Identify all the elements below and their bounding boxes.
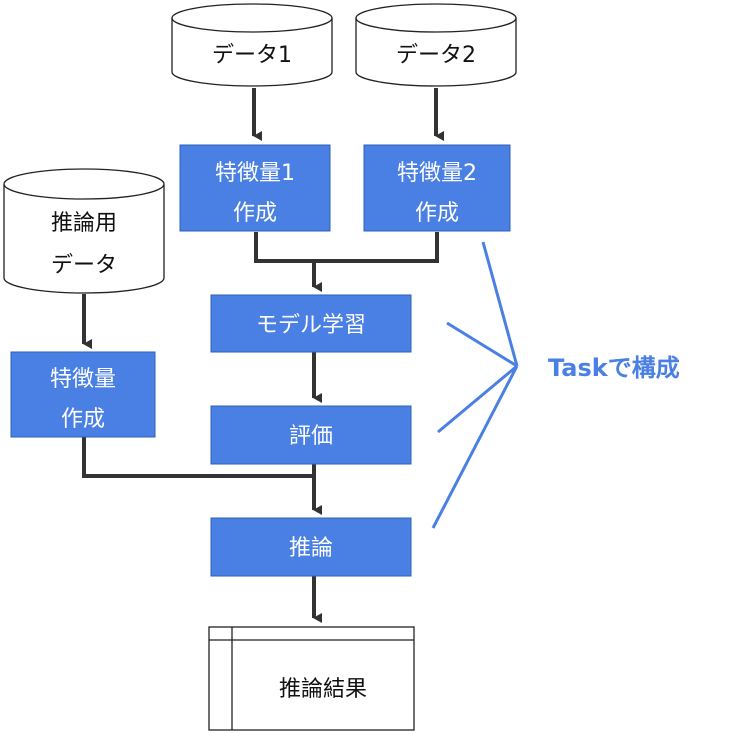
- database-inference-data-label-line1: 推論用: [51, 211, 117, 236]
- process-feature-infer-label-line2: 作成: [61, 407, 105, 432]
- process-feature2-label-line1: 特徴量2: [397, 161, 477, 186]
- process-evaluate-label: 評価: [289, 424, 333, 449]
- process-evaluate: 評価: [210, 405, 412, 465]
- process-feature2: 特徴量2 作成: [363, 144, 511, 232]
- database-data2-label: データ2: [396, 43, 476, 68]
- database-data1: データ1: [171, 3, 333, 87]
- bracket-line-upper: [481, 241, 519, 367]
- process-infer: 推論: [210, 517, 412, 577]
- output-result: 推論結果: [208, 626, 415, 731]
- task-label: Taskで構成: [548, 354, 680, 382]
- database-inference-data: 推論用 データ: [3, 168, 165, 294]
- task-bracket: [431, 241, 519, 529]
- process-feature-infer-label-line1: 特徴量: [50, 367, 116, 392]
- database-inference-data-label-line2: データ: [51, 253, 117, 278]
- bracket-line-middle-upper: [446, 321, 518, 368]
- merge-line-features: [254, 232, 439, 263]
- bracket-line-lower: [431, 365, 519, 529]
- output-result-label: 推論結果: [279, 677, 367, 702]
- process-feature1-label-line2: 作成: [233, 201, 277, 226]
- process-train-label: モデル学習: [256, 313, 366, 338]
- process-feature2-label-line2: 作成: [415, 201, 459, 226]
- process-feature1-label-line1: 特徴量1: [215, 161, 295, 186]
- bracket-line-middle-lower: [437, 364, 518, 434]
- merge-line-infer-feature: [82, 437, 314, 478]
- process-feature1: 特徴量1 作成: [179, 144, 331, 232]
- database-data2: データ2: [355, 3, 517, 87]
- connectors: [82, 88, 444, 623]
- process-train: モデル学習: [210, 294, 412, 353]
- database-data1-label: データ1: [212, 43, 292, 68]
- process-feature-infer: 特徴量 作成: [10, 351, 156, 438]
- process-infer-label: 推論: [289, 536, 333, 561]
